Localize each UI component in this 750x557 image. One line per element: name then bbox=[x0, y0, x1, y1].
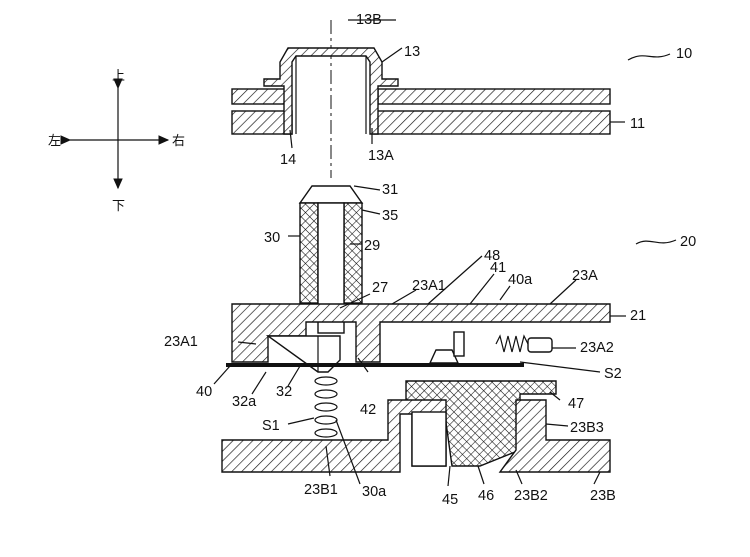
housing-23A bbox=[231, 303, 611, 363]
spring-S2 bbox=[495, 334, 529, 353]
label-23A2: 23A2 bbox=[580, 340, 614, 356]
part-23A2 bbox=[527, 337, 553, 353]
label-11: 11 bbox=[630, 116, 645, 132]
label-23A: 23A bbox=[572, 268, 598, 284]
label-23A1-left: 23A1 bbox=[164, 334, 198, 350]
label-35: 35 bbox=[382, 208, 398, 224]
part-labels: 13B 13 10 11 14 13A 31 35 30 29 20 48 27… bbox=[164, 12, 696, 508]
lower-assembly bbox=[221, 185, 611, 473]
dir-up-label: 上 bbox=[112, 69, 125, 84]
label-40: 40 bbox=[196, 384, 212, 400]
label-32: 32 bbox=[276, 384, 292, 400]
label-47: 47 bbox=[568, 396, 584, 412]
label-23B: 23B bbox=[590, 488, 616, 504]
thin-plate bbox=[231, 88, 289, 105]
board-11 bbox=[231, 110, 293, 135]
direction-indicator: 上 下 左 右 bbox=[48, 69, 185, 214]
label-13: 13 bbox=[404, 44, 420, 60]
label-21: 21 bbox=[630, 308, 646, 324]
label-10: 10 bbox=[676, 46, 692, 62]
label-S1: S1 bbox=[262, 418, 280, 434]
label-23B1: 23B1 bbox=[304, 482, 338, 498]
upper-assembly bbox=[231, 20, 611, 178]
label-S2: S2 bbox=[604, 366, 622, 382]
dir-left-label: 左 bbox=[48, 134, 61, 149]
label-23B3: 23B3 bbox=[570, 420, 604, 436]
label-13A: 13A bbox=[368, 148, 394, 164]
label-45: 45 bbox=[442, 492, 458, 508]
label-29: 29 bbox=[364, 238, 380, 254]
sleeve-35-left bbox=[299, 202, 319, 304]
stem-tip-31 bbox=[298, 185, 364, 204]
part-41 bbox=[428, 349, 460, 364]
label-31: 31 bbox=[382, 182, 398, 198]
sleeve-35-right bbox=[343, 202, 363, 304]
label-48: 48 bbox=[484, 248, 500, 264]
label-46: 46 bbox=[478, 488, 494, 504]
leader-lines bbox=[213, 19, 677, 487]
label-32a: 32a bbox=[232, 394, 257, 410]
label-30: 30 bbox=[264, 230, 280, 246]
spring-S1 bbox=[314, 376, 338, 438]
label-41: 41 bbox=[490, 260, 506, 276]
label-23B2: 23B2 bbox=[514, 488, 548, 504]
label-30a: 30a bbox=[362, 484, 387, 500]
label-20: 20 bbox=[680, 234, 696, 250]
label-27: 27 bbox=[372, 280, 388, 296]
label-13B: 13B bbox=[356, 12, 382, 28]
cap-13 bbox=[263, 47, 399, 135]
label-14: 14 bbox=[280, 152, 296, 168]
label-40a: 40a bbox=[508, 272, 533, 288]
dir-down-label: 下 bbox=[112, 199, 125, 214]
dir-right-label: 右 bbox=[172, 134, 185, 149]
label-42: 42 bbox=[360, 402, 376, 418]
plate-40 bbox=[226, 363, 524, 367]
label-23A1-top: 23A1 bbox=[412, 278, 446, 294]
